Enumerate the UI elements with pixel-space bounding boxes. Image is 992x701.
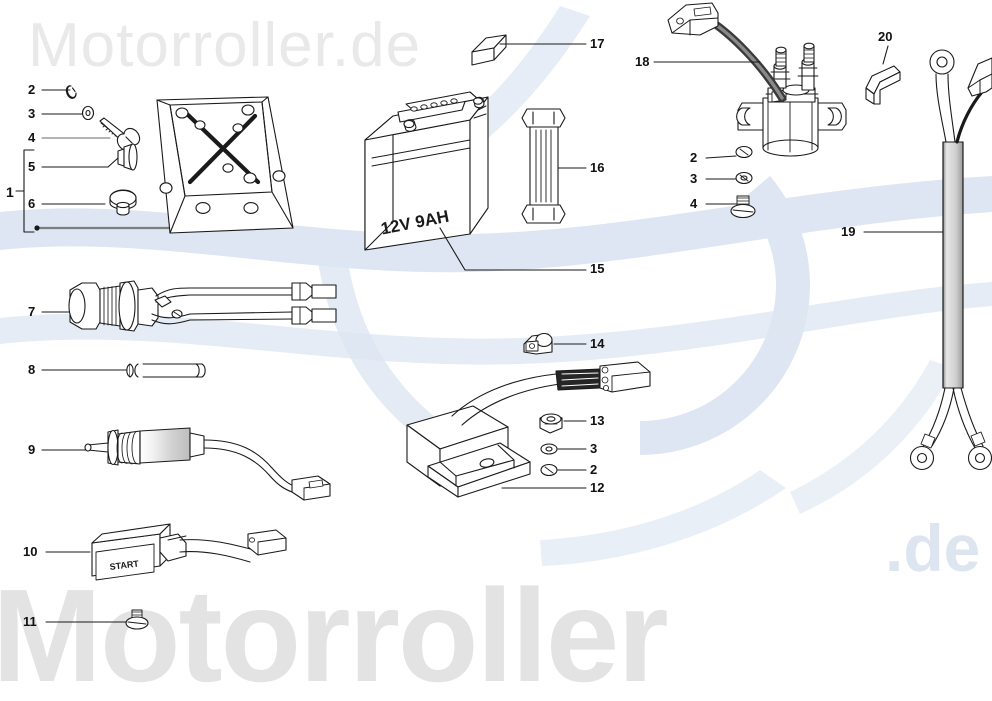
callout-13[interactable]: 13 <box>590 413 605 428</box>
leader-line-2c <box>705 155 737 159</box>
part-battery-cable-19 <box>909 49 992 471</box>
part-sensor-9 <box>84 427 331 501</box>
part-washer-3c <box>735 171 753 185</box>
callout-9[interactable]: 9 <box>28 442 36 457</box>
part-connector-boot-14 <box>523 332 553 355</box>
callout-4c[interactable]: 4 <box>690 196 698 211</box>
callout-10[interactable]: 10 <box>23 544 38 559</box>
part-fuse-8 <box>126 363 206 378</box>
leader-line-20 <box>882 45 889 65</box>
part-bolt-4a <box>99 117 141 152</box>
part-start-relay-10: START <box>91 523 287 581</box>
callout-3b[interactable]: 3 <box>590 441 598 456</box>
callout-6[interactable]: 6 <box>28 196 36 211</box>
part-starter-relay-18 <box>667 2 847 157</box>
part-hex-nut-13 <box>539 413 563 434</box>
part-spring-washer-2b <box>540 464 558 476</box>
part-screw-11 <box>125 609 149 630</box>
callout-14[interactable]: 14 <box>590 336 605 351</box>
part-spring-washer-2a <box>65 85 77 99</box>
leader-lines-left <box>34 89 202 623</box>
watermark-bottom-text: Motorroller <box>0 562 669 701</box>
part-rubber-block-20 <box>865 65 901 105</box>
callout-15[interactable]: 15 <box>590 261 605 276</box>
callout-18[interactable]: 18 <box>635 54 650 69</box>
callout-5[interactable]: 5 <box>28 159 36 174</box>
group-1-bracket <box>15 149 35 233</box>
callout-1[interactable]: 1 <box>6 184 14 200</box>
watermark-bottom-suffix: .de <box>885 511 981 585</box>
part-rubber-strap-16 <box>521 108 566 224</box>
part-rubber-grommet-6 <box>109 189 137 216</box>
part-cdi-unit-12 <box>406 361 651 498</box>
part-battery-15: 12V 9AH <box>364 91 489 251</box>
start-relay-marking: START <box>109 558 140 572</box>
callout-17[interactable]: 17 <box>590 36 605 51</box>
part-ignition-switch-7 <box>68 280 337 332</box>
callout-3c[interactable]: 3 <box>690 171 698 186</box>
callout-8[interactable]: 8 <box>28 362 36 377</box>
callout-3a[interactable]: 3 <box>28 106 36 121</box>
part-battery-tray-1 <box>156 96 294 234</box>
callout-7[interactable]: 7 <box>28 304 36 319</box>
callout-20[interactable]: 20 <box>878 29 893 44</box>
part-washer-3a <box>81 105 95 121</box>
callout-11[interactable]: 11 <box>23 614 37 629</box>
callout-2c[interactable]: 2 <box>690 150 698 165</box>
callout-2b[interactable]: 2 <box>590 462 598 477</box>
part-bolt-4c <box>730 195 756 219</box>
part-spring-washer-2c <box>735 146 753 158</box>
callout-4a[interactable]: 4 <box>28 130 36 145</box>
leader-line-15 <box>439 227 587 271</box>
callout-16[interactable]: 16 <box>590 160 605 175</box>
callout-19[interactable]: 19 <box>841 224 856 239</box>
part-rubber-block-17 <box>471 34 507 66</box>
watermark-top-text: Motorroller.de <box>28 11 422 80</box>
part-washer-3b <box>540 443 558 455</box>
part-rubber-bumper-5 <box>117 143 138 171</box>
callout-2a[interactable]: 2 <box>28 82 36 97</box>
callout-12[interactable]: 12 <box>590 480 605 495</box>
